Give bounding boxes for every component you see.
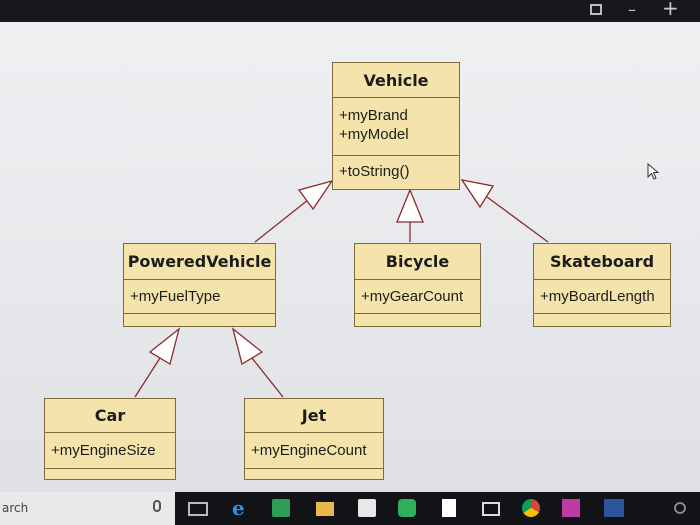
people-icon[interactable] (674, 502, 686, 514)
class-name: Skateboard (534, 244, 670, 280)
word-icon[interactable] (604, 499, 624, 517)
inheritance-arrowhead (231, 327, 264, 366)
file-explorer-icon[interactable] (316, 502, 334, 516)
intellij-icon[interactable] (562, 499, 580, 517)
store-icon[interactable] (358, 499, 376, 517)
attribute-compartment: +myBrand +myModel (333, 98, 459, 156)
attribute: +myEngineCount (251, 442, 367, 459)
class-poweredvehicle[interactable]: PoweredVehicle +myFuelType (123, 243, 276, 327)
operation-compartment: +toString() (333, 156, 459, 189)
connector-skateboard-vehicle (486, 196, 549, 243)
mail-icon[interactable] (482, 502, 500, 516)
class-name: Jet (245, 399, 383, 433)
edge-browser-icon[interactable]: e (232, 496, 245, 520)
class-vehicle[interactable]: Vehicle +myBrand +myModel +toString() (332, 62, 460, 190)
class-skateboard[interactable]: Skateboard +myBoardLength (533, 243, 671, 327)
operation-compartment (124, 314, 275, 324)
connector-car-poweredvehicle (134, 357, 161, 398)
inheritance-arrowhead (148, 327, 181, 366)
attribute: +myBoardLength (540, 288, 655, 305)
operation-compartment (355, 314, 480, 324)
spreadsheet-app-icon[interactable] (272, 499, 290, 517)
class-bicycle[interactable]: Bicycle +myGearCount (354, 243, 481, 327)
connector-jet-poweredvehicle (251, 357, 284, 398)
attribute: +myEngineSize (51, 442, 156, 459)
taskbar: arch e (0, 492, 700, 525)
attribute-compartment: +myEngineSize (45, 433, 175, 469)
microphone-icon[interactable] (153, 500, 161, 512)
attribute-compartment: +myEngineCount (245, 433, 383, 469)
minimize-button[interactable]: – (628, 0, 636, 19)
inheritance-arrowhead (396, 188, 424, 223)
attribute: +myGearCount (361, 288, 464, 305)
class-name: Car (45, 399, 175, 433)
mouse-cursor-icon (647, 163, 660, 180)
attribute: +myFuelType (130, 288, 221, 305)
operation: +toString() (339, 163, 410, 180)
operation-compartment (534, 314, 670, 324)
taskbar-search-box[interactable]: arch (0, 492, 175, 525)
chrome-icon[interactable] (522, 499, 540, 517)
class-name: Bicycle (355, 244, 480, 280)
window-title-bar: – + (0, 0, 700, 22)
attribute-compartment: +myFuelType (124, 280, 275, 314)
class-name: PoweredVehicle (124, 244, 275, 280)
operation-compartment (245, 469, 383, 479)
attribute-compartment: +myBoardLength (534, 280, 670, 314)
attribute: +myBrand (339, 107, 408, 124)
class-jet[interactable]: Jet +myEngineCount (244, 398, 384, 480)
class-car[interactable]: Car +myEngineSize (44, 398, 176, 480)
attribute: +myModel (339, 126, 409, 143)
inheritance-arrowhead (297, 179, 334, 211)
search-placeholder: arch (2, 501, 29, 515)
class-name: Vehicle (333, 63, 459, 98)
restore-window-icon[interactable] (590, 4, 602, 15)
attribute-compartment: +myGearCount (355, 280, 480, 314)
task-view-icon[interactable] (188, 502, 208, 516)
add-button[interactable]: + (662, 0, 679, 20)
green-app-icon[interactable] (398, 499, 416, 517)
inheritance-arrowhead (460, 179, 495, 209)
document-icon[interactable] (442, 499, 456, 517)
connector-poweredvehicle-vehicle (254, 195, 314, 243)
operation-compartment (45, 469, 175, 479)
